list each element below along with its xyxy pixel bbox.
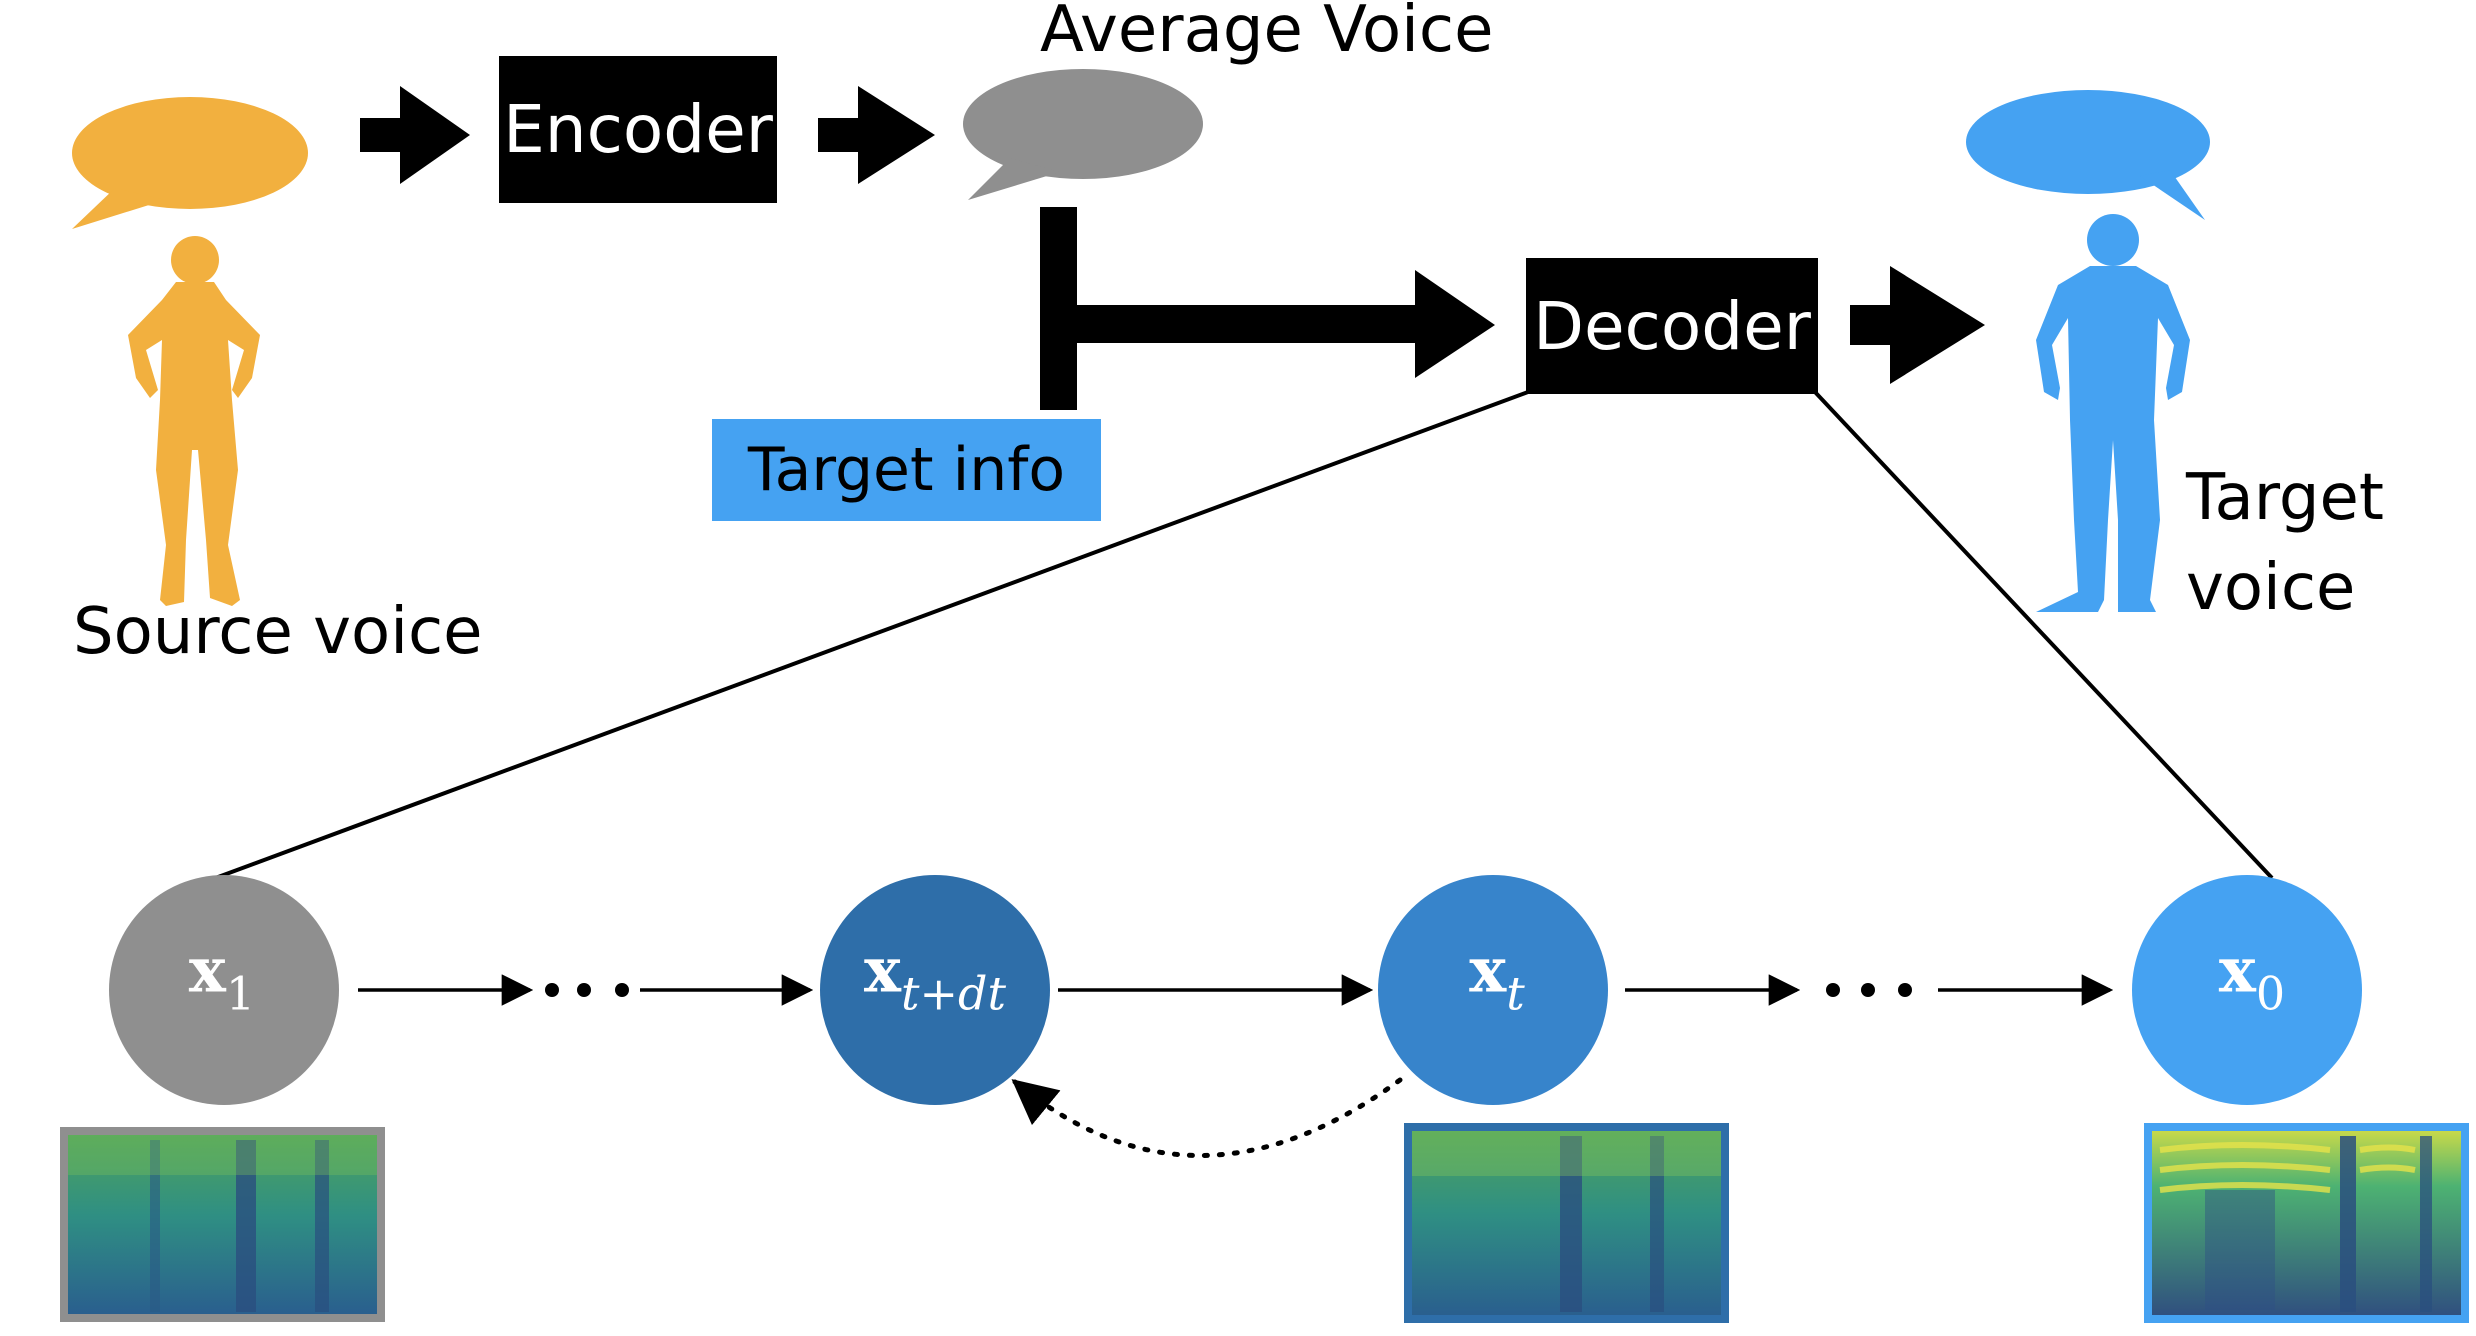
arrow-right-icon [1077, 270, 1495, 378]
dotted-back-arrow [1011, 1077, 1403, 1158]
ellipsis-dots [545, 983, 629, 997]
target-voice-label-line2: voice [2186, 551, 2356, 625]
arrow-right-icon [818, 86, 935, 184]
average-voice-label: Average Voice [1040, 0, 1494, 67]
node-x0-label: x0 [2218, 933, 2286, 1021]
arrow-right-icon [1850, 266, 1985, 384]
spectrogram-image [2144, 1123, 2469, 1323]
node-x-t-dt [820, 875, 1050, 1105]
node-x-t [1378, 875, 1608, 1105]
man-silhouette-icon [2036, 214, 2190, 612]
conditioning-bar [1040, 207, 1077, 410]
arrow-right-icon [360, 86, 470, 184]
node-x-t-dt-label: xt+dt [864, 933, 1006, 1021]
spectrogram-image [60, 1127, 385, 1322]
node-x0 [2132, 875, 2362, 1105]
zoom-line-right [1813, 390, 2274, 880]
target-speech-bubble-icon [1966, 90, 2210, 220]
encoder-box: Encoder [499, 56, 777, 203]
node-x-t-label: xt [1469, 933, 1525, 1021]
source-voice-label: Source voice [73, 595, 483, 669]
woman-silhouette-icon [128, 236, 260, 606]
target-voice-label-line1: Target [2186, 461, 2384, 535]
target-info-box: Target info [712, 419, 1101, 521]
spectrogram-image [1404, 1123, 1729, 1323]
node-x1 [109, 875, 339, 1105]
zoom-line-left [209, 390, 1529, 882]
average-speech-bubble-icon [963, 69, 1203, 200]
node-x1-label: x1 [188, 933, 256, 1021]
ellipsis-dots [1826, 983, 1912, 997]
decoder-box: Decoder [1526, 258, 1818, 394]
source-speech-bubble-icon [72, 97, 308, 229]
